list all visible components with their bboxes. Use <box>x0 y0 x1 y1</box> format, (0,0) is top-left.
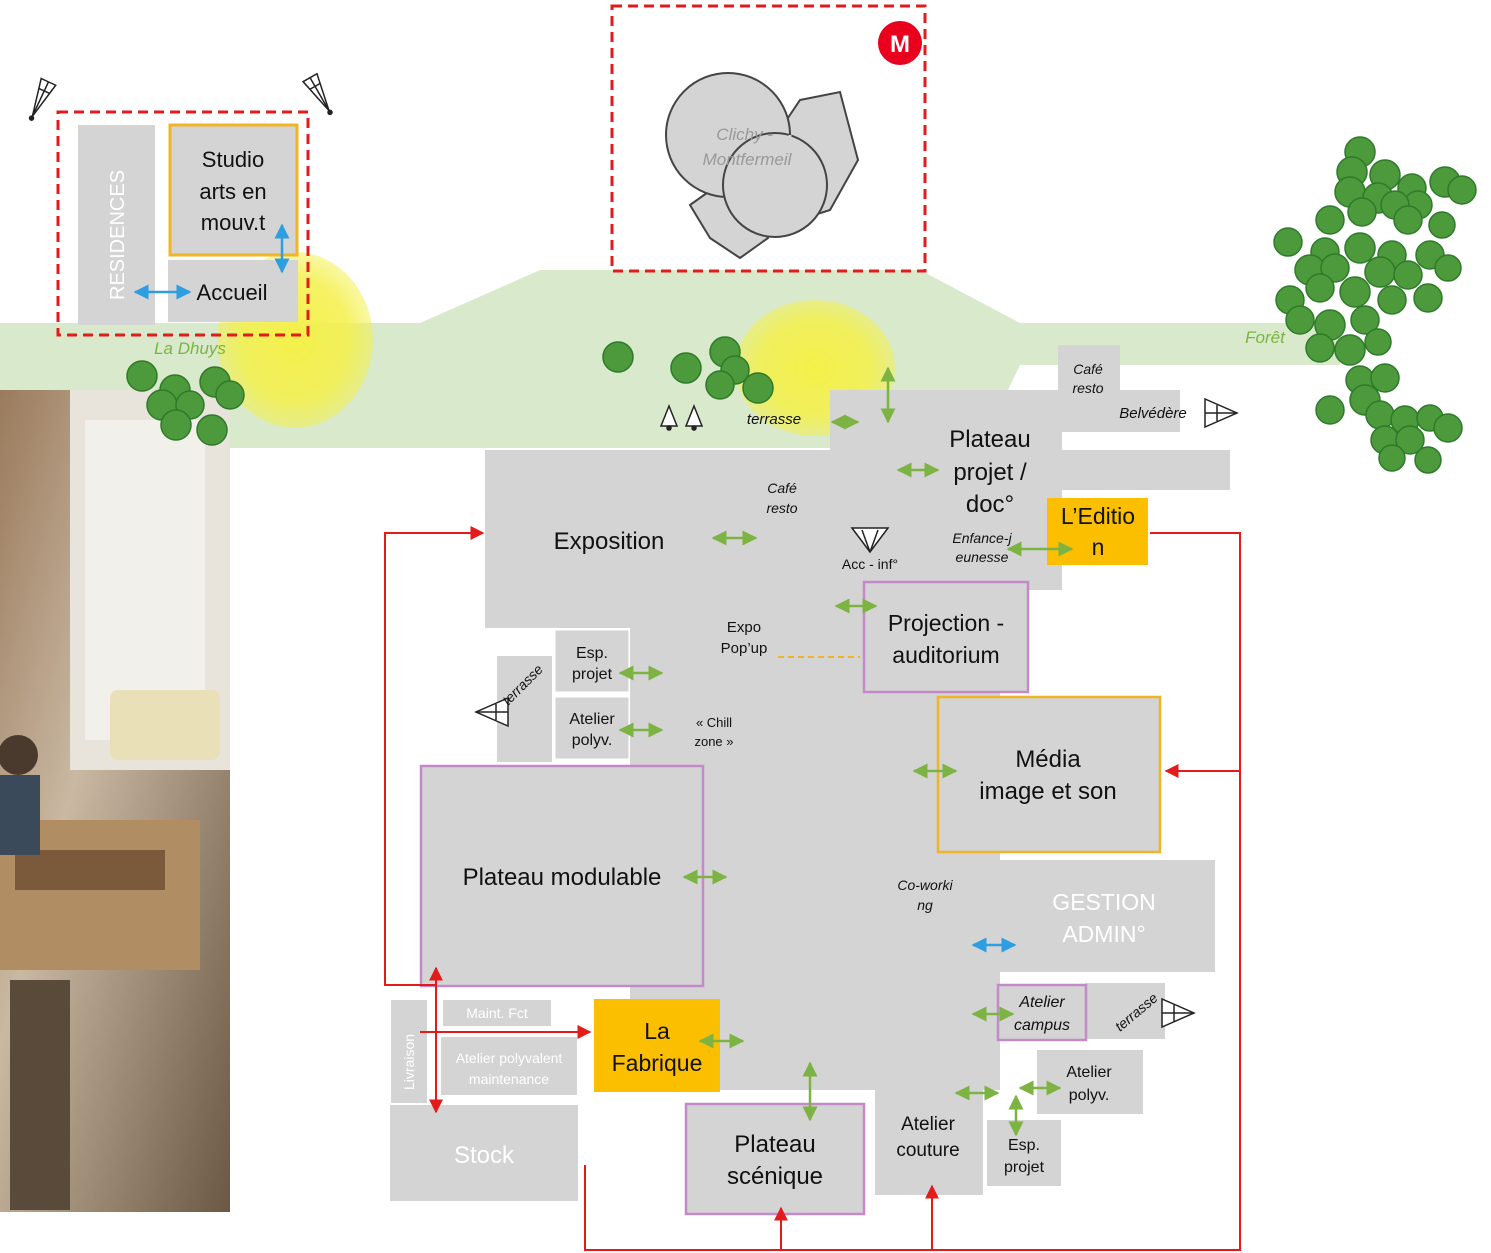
fabrique-label-2: Fabrique <box>612 1050 703 1076</box>
chill-label-1: « Chill <box>696 715 732 730</box>
clichy-label-text: Clichy - <box>716 125 773 144</box>
cafe-resto-top-label-2: resto <box>1072 380 1103 396</box>
enfance-label-2: eunesse <box>956 549 1009 565</box>
forest-label: Forêt <box>1245 328 1286 347</box>
plateau-scenique-room <box>684 1102 866 1216</box>
residences-label: RESIDENCES <box>107 170 129 300</box>
atelier-polyv-left-room <box>554 696 630 760</box>
atelier-campus-label-1: Atelier <box>1018 994 1065 1011</box>
cafe-resto-mid-label-1: Café <box>767 480 797 496</box>
plateau-projet-label-2: projet / <box>953 459 1027 486</box>
plateau-modulable-label: Plateau modulable <box>463 864 662 891</box>
fabrique-room <box>594 999 720 1092</box>
exposition-label: Exposition <box>554 528 665 555</box>
edition-label-2: n <box>1092 534 1105 560</box>
atelier-campus-label-2: campus <box>1014 1017 1070 1034</box>
expo-popup-label-1: Expo <box>727 619 761 636</box>
media-label-1: Média <box>1015 746 1081 773</box>
maint-fct-label: Maint. Fct <box>466 1005 528 1021</box>
atelier-polyv-right-label-2: polyv. <box>1069 1087 1110 1104</box>
esp-projet-left-room <box>554 629 630 693</box>
belvedere-label: Belvédère <box>1119 405 1187 422</box>
esp-projet-right-room <box>987 1120 1061 1186</box>
atelier-maint-room <box>441 1037 577 1095</box>
clichy-building-shape <box>665 72 860 260</box>
atelier-polyv-left-label-2: polyv. <box>572 732 613 749</box>
clichy-label: Clichy - Montfermeil <box>703 125 793 169</box>
stock-label: Stock <box>454 1142 515 1169</box>
terrasse-top-label: terrasse <box>747 411 801 428</box>
workshop-photo <box>0 390 230 1212</box>
green-arrows <box>618 366 1074 1137</box>
media-room <box>936 695 1162 854</box>
esp-projet-left-label-2: projet <box>572 666 613 683</box>
studio-label-3: mouv.t <box>201 210 265 235</box>
atelier-maint-label-1: Atelier polyvalent <box>456 1050 563 1066</box>
plateau-scenique-label-1: Plateau <box>734 1131 815 1158</box>
plateau-projet-label-1: Plateau <box>949 426 1030 453</box>
terrasse-right-room <box>1085 983 1165 1039</box>
red-circulation <box>384 526 1241 1251</box>
acc-inf-label: Acc - inf° <box>842 556 898 572</box>
studio-label-1: Studio <box>202 147 264 172</box>
river-label: La Dhuys <box>154 339 226 358</box>
enfance-label-1: Enfance-j <box>952 530 1012 546</box>
media-label-2: image et son <box>979 778 1116 805</box>
red-dashed-frame-left <box>56 110 310 337</box>
studio-room <box>168 123 299 257</box>
cafe-resto-mid-label-2: resto <box>766 500 797 516</box>
metro-badge <box>878 21 922 65</box>
clichy-label-text-line2: Montfermeil <box>703 150 793 169</box>
coworking-label-2: ng <box>917 897 933 913</box>
cafe-resto-top-label-1: Café <box>1073 361 1103 377</box>
edition-label-1: L’Editio <box>1061 503 1135 529</box>
metro-badge-label: M <box>890 31 910 58</box>
projection-label-1: Projection - <box>888 610 1004 636</box>
atelier-polyv-left-label-1: Atelier <box>569 711 615 728</box>
coworking-label-1: Co-worki <box>897 877 953 893</box>
atelier-polyv-right-room <box>1037 1050 1143 1114</box>
plateau-projet-label-3: doc° <box>966 491 1014 518</box>
chill-label-2: zone » <box>694 734 733 749</box>
livraison-room <box>391 1000 427 1103</box>
projection-room <box>862 580 1030 694</box>
atelier-couture-label-2: couture <box>896 1140 959 1161</box>
gestion-label-1: GESTION <box>1052 889 1156 915</box>
maint-fct-room <box>443 1000 551 1026</box>
stock-room <box>390 1105 578 1201</box>
atelier-polyv-right-label-1: Atelier <box>1066 1064 1112 1081</box>
atelier-couture-label-1: Atelier <box>901 1114 956 1135</box>
accueil-label: Accueil <box>197 280 268 305</box>
projection-label-2: auditorium <box>892 642 999 668</box>
fabrique-label-1: La <box>644 1018 670 1044</box>
view-icon <box>28 72 1239 1029</box>
expo-popup-label-2: Pop’up <box>721 640 768 657</box>
esp-projet-left-label-1: Esp. <box>576 645 608 662</box>
plateau-scenique-label-2: scénique <box>727 1163 823 1190</box>
studio-label-2: arts en <box>199 179 266 204</box>
livraison-label: Livraison <box>401 1034 417 1090</box>
gestion-label-2: ADMIN° <box>1062 921 1145 947</box>
esp-projet-right-label-2: projet <box>1004 1159 1045 1176</box>
esp-projet-right-label-1: Esp. <box>1008 1137 1040 1154</box>
atelier-maint-label-2: maintenance <box>469 1071 549 1087</box>
